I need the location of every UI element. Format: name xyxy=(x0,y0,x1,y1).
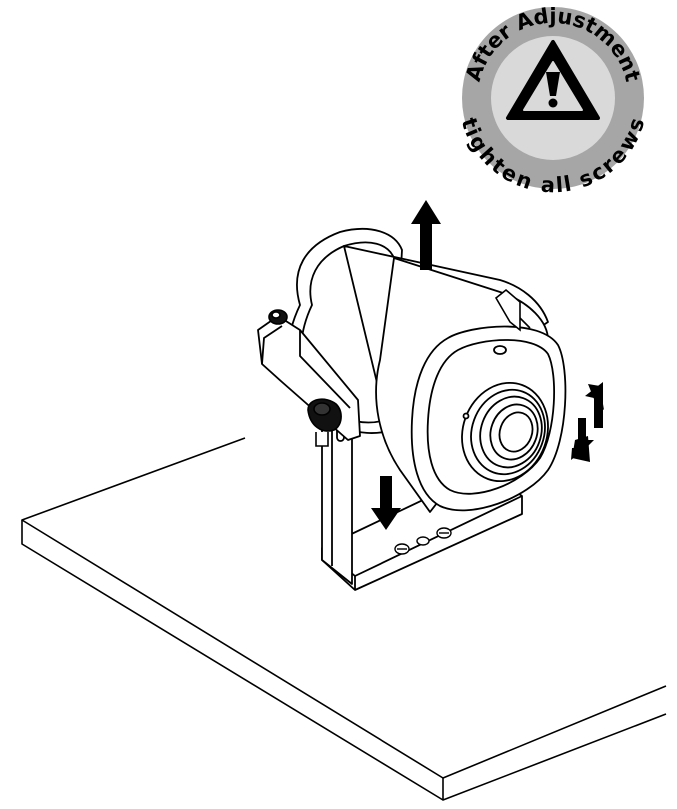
adjustment-knob xyxy=(307,398,342,447)
up-arrow-icon xyxy=(411,200,441,270)
base-screw-right xyxy=(436,527,452,539)
warning-triangle-icon xyxy=(506,40,600,120)
tilt-arrows-icon xyxy=(571,382,604,462)
down-arrow-icon xyxy=(371,476,401,530)
bracket-right-tab xyxy=(494,288,531,332)
base-screw-left xyxy=(394,543,410,555)
table-surface xyxy=(21,437,667,801)
warning-badge: After Adjustment tighten all screws xyxy=(457,4,650,198)
base-hole xyxy=(416,536,430,546)
clamp-screw-top xyxy=(268,309,288,325)
